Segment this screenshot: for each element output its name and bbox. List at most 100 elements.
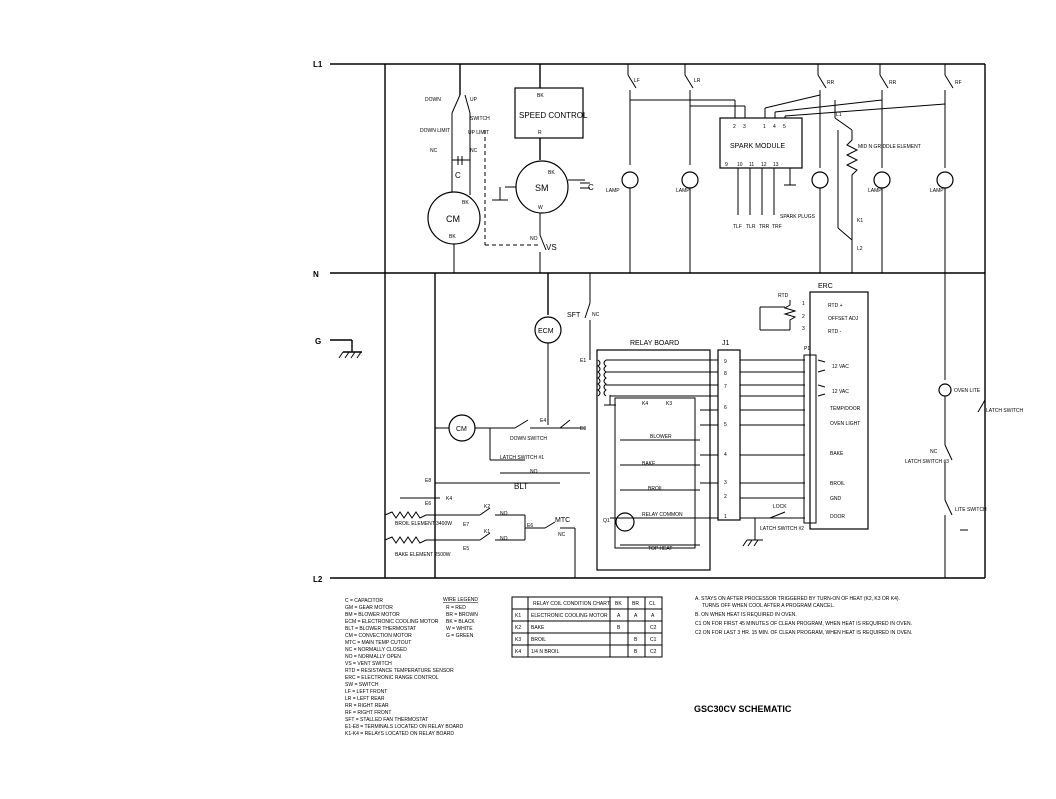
relay-table-header: BK — [615, 601, 622, 607]
legend-item: ECM = ELECTRONIC COOLING MOTOR — [345, 619, 439, 625]
relay-table-cell: K1 — [515, 613, 521, 619]
erc-pin-gnd: GND — [830, 496, 842, 502]
j1-pin-8: 8 — [724, 371, 727, 377]
k1-lower-label: K1 — [484, 529, 490, 535]
lamp-rr2 — [873, 171, 891, 189]
latch-switch-2-label: LATCH SWITCH #2 — [760, 526, 804, 532]
speed-control-circuit: SPEED CONTROL BK R SM BK W C NO VS — [492, 64, 594, 273]
relay-table-cell: A — [651, 613, 655, 619]
rail-l2-label: L2 — [313, 575, 323, 584]
wire-legend-title: WIRE LEGEND — [443, 597, 478, 603]
up-label: UP — [470, 97, 478, 103]
spark-pin-2: 2 — [733, 124, 736, 130]
lamp-lf — [621, 171, 639, 189]
spark-pin-1: 1 — [763, 124, 766, 130]
relay-board: RELAY BOARD E1 E3 K4 K3 BLOWER BAKE BROI… — [580, 340, 720, 571]
legend-item: K1-K4 = RELAYS LOCATED ON RELAY BOARD — [345, 731, 454, 737]
relay-bake-label: BAKE — [642, 461, 656, 467]
relay-table-header: BR — [632, 601, 639, 607]
j1-pin-7: 7 — [724, 384, 727, 390]
relay-k3-label: K3 — [666, 401, 672, 407]
spark-pin-3: 3 — [743, 124, 746, 130]
e7-label: E7 — [463, 522, 469, 528]
erc-pin-num-3: 3 — [802, 326, 805, 332]
erc-box — [809, 291, 869, 530]
relay-table-cell: K2 — [515, 625, 521, 631]
speed-control-bk: BK — [537, 93, 544, 99]
legend-item: RTD = RESISTANCE TEMPERATURE SENSOR — [345, 668, 454, 674]
legend-item: VS = VENT SWITCH — [345, 661, 392, 667]
relay-table-cell: B — [634, 637, 638, 643]
bake-element-label: BAKE ELEMENT 2500W — [395, 552, 451, 558]
surface-lamps: LF LAMP LR LAMP RR RR LAMP RF LAMP — [606, 64, 962, 273]
legend-item: ERC = ELECTRONIC RANGE CONTROL — [345, 675, 439, 681]
relay-table-cell: C2 — [650, 625, 657, 631]
bm-capacitor-label: C — [588, 183, 594, 192]
sft-nc-label: NC — [592, 312, 600, 318]
k1-no-label: NO — [500, 536, 508, 542]
up-limit-label: UP LIMIT — [468, 130, 489, 136]
note-item: C2 ON FOR LAST 3 HR. 15 MIN. OF CLEAN PR… — [695, 630, 912, 636]
legend-item: RF = RIGHT FRONT — [345, 710, 391, 716]
legend-item: GM = GEAR MOTOR — [345, 605, 393, 611]
gear-motor-label: CM — [446, 214, 460, 224]
e6-mid-label: E6 — [527, 523, 533, 529]
nc-label-1: NC — [430, 148, 438, 154]
relay-q1-label: Q1 — [603, 518, 610, 524]
legend-item: LF = LEFT FRONT — [345, 689, 387, 695]
sft-label: SFT — [567, 312, 581, 319]
wire-legend-row: BR = BROWN — [446, 612, 478, 618]
spark-pin-12: 12 — [761, 162, 767, 168]
erc-pin-12vac-2: 12 VAC — [832, 389, 849, 395]
griddle-element-label: MID N GRIDDLE ELEMENT — [858, 144, 921, 150]
component-legend: C = CAPACITOR GM = GEAR MOTOR BM = BLOWE… — [345, 598, 464, 737]
erc-pin-num-1: 1 — [802, 301, 805, 307]
relay-table-cell: A — [634, 613, 638, 619]
blower-motor-label: SM — [535, 183, 549, 193]
down-switch-label: DOWN SWITCH — [510, 436, 547, 442]
erc-pin-bake: BAKE — [830, 451, 844, 457]
erc-pin-oven-light: OVEN LIGHT — [830, 421, 860, 427]
spark-pin-13: 13 — [773, 162, 779, 168]
lamp-rf-label: LAMP — [930, 188, 944, 194]
legend-item: NC = NORMALLY CLOSED — [345, 647, 407, 653]
relay-k4-label: K4 — [642, 401, 648, 407]
spark-out-tlf: TLF — [733, 224, 742, 230]
wire-legend-row: R = RED — [446, 605, 466, 611]
relay-table-cell: BROIL — [531, 637, 546, 643]
griddle-element-circuit: L1 MID N GRIDDLE ELEMENT K1 L2 — [834, 100, 921, 273]
bm-w-label: W — [538, 205, 543, 211]
lamp-rr2-label: LAMP — [868, 188, 882, 194]
nc-label-2: NC — [470, 148, 478, 154]
lite-switch-label: LITE SWITCH — [955, 507, 987, 513]
spark-pin-9: 9 — [725, 162, 728, 168]
speed-control-r: R — [538, 130, 542, 136]
spark-module-title: SPARK MODULE — [730, 143, 785, 150]
latch-circuit: LOCK LATCH SWITCH #2 OVEN LITE LATCH SWI… — [742, 273, 1024, 578]
j1-pin-5: 5 — [724, 422, 727, 428]
relay-board-box — [596, 349, 711, 571]
wire-legend-row: G = GREEN — [446, 633, 474, 639]
latch-switch-1-label: LATCH SWITCH #1 — [500, 455, 544, 461]
latch-3-nc-label: NC — [930, 449, 938, 455]
legend-item: BM = BLOWER MOTOR — [345, 612, 400, 618]
legend-item: SFT = STALLED FAN THERMOSTAT — [345, 717, 428, 723]
erc-title: ERC — [818, 283, 833, 290]
relay-broil-label: BROIL — [648, 486, 663, 492]
erc-p1-label: P1 — [804, 346, 810, 352]
ecm-label: ECM — [538, 328, 554, 335]
relay-table-header: CL — [649, 601, 656, 607]
broil-element-label: BROIL ELEMENT 3400W — [395, 521, 452, 527]
latch-switch-label: LATCH SWITCH — [986, 408, 1024, 414]
spark-out-tlr: TLR — [746, 224, 756, 230]
spark-pin-5: 5 — [783, 124, 786, 130]
wire-legend-row: W = WHITE — [446, 626, 473, 632]
gm-capacitor-label: C — [455, 171, 461, 180]
e1-label: E1 — [580, 358, 586, 364]
mtc-label: MTC — [555, 517, 570, 524]
j1-pin-9: 9 — [724, 359, 727, 365]
relay-table-cell: K4 — [515, 649, 521, 655]
legend-item: E1-E8 = TERMINALS LOCATED ON RELAY BOARD — [345, 724, 464, 730]
wire-legend-row: BK = BLACK — [446, 619, 475, 625]
lamp-lr-label: LAMP — [676, 188, 690, 194]
